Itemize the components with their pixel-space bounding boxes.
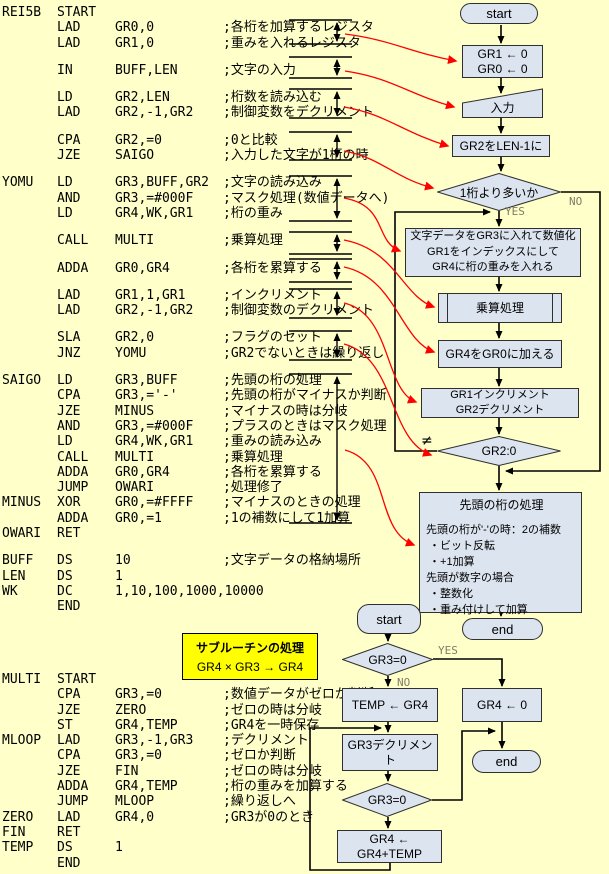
digits-decision-label: 1桁より多いか <box>459 185 539 200</box>
multiply-label: 乗算処理 <box>475 300 524 315</box>
accumulate-process: GR4をGR0に加える <box>438 340 562 368</box>
digits-decision: 1桁より多いか <box>437 173 561 211</box>
head-digit-title: 先頭の桁の処理 <box>459 498 544 512</box>
subroutine-note-title: サブルーチンの処理 <box>195 640 304 655</box>
sub-loop-decision: GR3=0 <box>342 783 432 817</box>
head-digit-body: 先頭の桁が'-'の時：2の補数 ・ビット反転 ・+1加算先頭が数字の場合 ・整数… <box>426 524 561 616</box>
subroutine-note-formula: GR4 × GR3 → GR4 <box>196 660 304 675</box>
sub-zero-decision-label: GR3=0 <box>368 652 407 667</box>
start-terminator: start <box>460 3 538 24</box>
sub-clear-gr4-process: GR4 ← 0 <box>462 688 542 722</box>
sub-yes-label: YES <box>438 644 458 657</box>
connector-sub-yes-branch <box>433 658 506 687</box>
input-shape-label: 入力 <box>490 101 515 115</box>
sub-save-temp-process: TEMP ← GR4 <box>342 688 438 722</box>
subroutine-note: サブルーチンの処理 GR4 × GR3 → GR4 <box>182 633 318 680</box>
sub-no-label: NO <box>397 676 411 689</box>
set-len-process: GR2をLEN-1に <box>452 135 550 157</box>
yes-label: YES <box>505 205 525 218</box>
not-equal-label: ≠ <box>421 433 433 449</box>
no-label: NO <box>569 195 583 208</box>
sub-end-terminator: end <box>472 750 541 773</box>
multiply-predefined: 乗算処理 <box>438 293 562 323</box>
loop-decision-label: GR2:0 <box>481 444 517 458</box>
end-terminator: end <box>462 618 543 640</box>
input-shape: 入力 <box>462 88 543 118</box>
sub-start-terminator: start <box>357 604 421 634</box>
sub-decrement-process: GR3デクリメント <box>342 734 438 771</box>
loop-decision: GR2:0 <box>437 436 561 466</box>
sub-zero-decision: GR3=0 <box>342 643 433 676</box>
head-digit-process: 先頭の桁の処理 先頭の桁が'-'の時：2の補数 ・ビット反転 ・+1加算先頭が数… <box>419 492 582 616</box>
sub-accumulate-process: GR4 ← GR4+TEMP <box>337 830 442 863</box>
sub-loop-decision-label: GR3=0 <box>367 793 407 807</box>
